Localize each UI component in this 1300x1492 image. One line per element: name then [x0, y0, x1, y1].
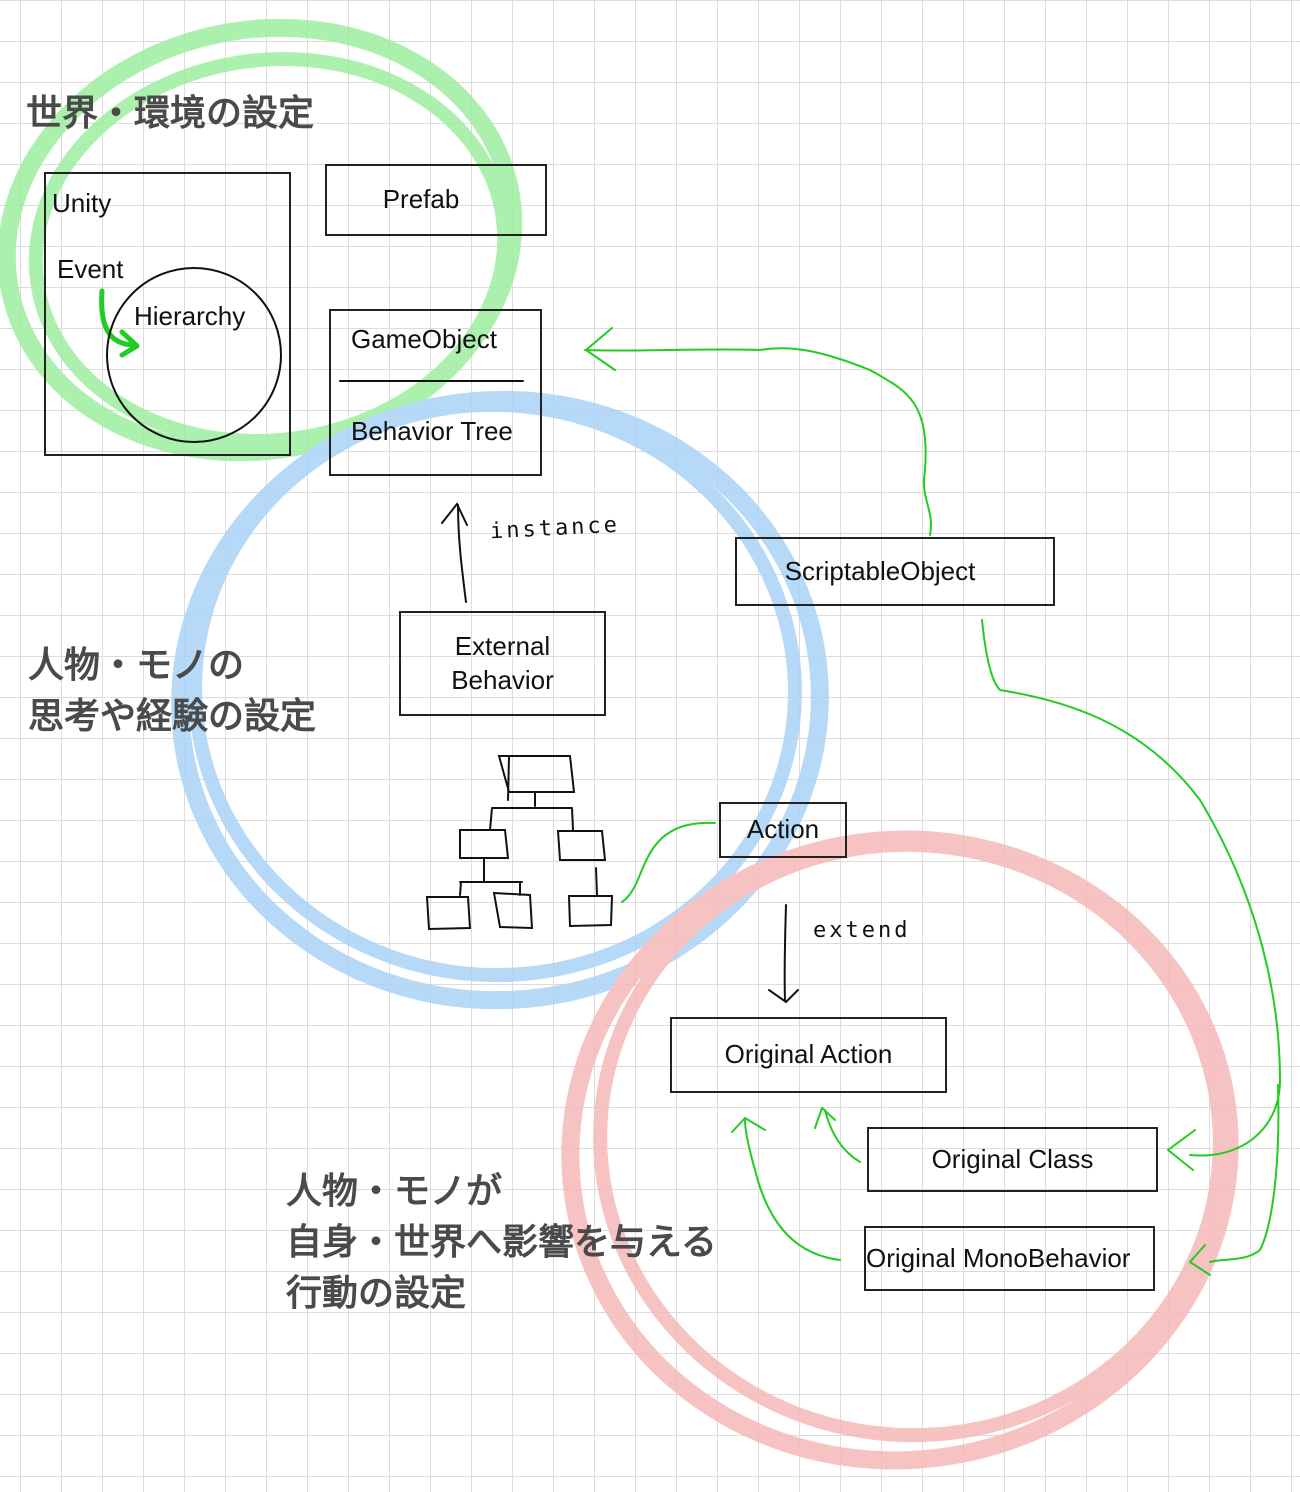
tree-to-action-connector	[621, 821, 716, 903]
prefab-node[interactable]: Prefab	[325, 164, 547, 236]
original-class-arrowhead-to-action	[814, 1107, 836, 1129]
scriptableobject-to-original-monobehavior-arrow	[1209, 1084, 1280, 1263]
unity-label: Unity	[52, 188, 112, 218]
event-label: Event	[57, 254, 124, 284]
hierarchy-label: Hierarchy	[134, 301, 246, 331]
action-region-heading-line3: 行動の設定	[286, 1273, 467, 1314]
original-monobehavior-arrowhead-to-action	[731, 1117, 766, 1133]
scriptableobject-to-gameobject-arrow	[584, 347, 932, 536]
original-monobehavior-label: Original MonoBehavior	[866, 1242, 1131, 1273]
mind-region-circle	[171, 390, 829, 1010]
original-monobehavior-to-original-action-arrow	[744, 1119, 841, 1261]
event-to-hierarchy-arrow	[99, 288, 138, 348]
original-class-to-original-action-arrow	[824, 1109, 861, 1163]
scriptableobject-node[interactable]: ScriptableObject	[735, 537, 1055, 606]
world-region-circle	[0, 18, 523, 462]
action-region-heading-line2: 自身・世界へ影響を与える	[286, 1222, 717, 1263]
gameobject-node[interactable]: GameObject Behavior Tree	[329, 309, 542, 476]
mind-region-heading-line2: 思考や経験の設定	[28, 696, 317, 737]
external-behavior-label-line1: External	[454, 630, 551, 661]
world-region-heading: 世界・環境の設定	[26, 93, 315, 134]
scriptableobject-to-original-class-arrow	[981, 619, 1281, 1157]
external-behavior-node[interactable]: External Behavior	[399, 611, 606, 716]
unity-box[interactable]	[44, 172, 291, 456]
original-class-node[interactable]: Original Class	[867, 1127, 1158, 1192]
scriptableobject-label: ScriptableObject	[784, 555, 976, 586]
instance-arrowhead	[441, 502, 468, 526]
prefab-label: Prefab	[382, 184, 460, 215]
hierarchy-circle	[106, 267, 282, 443]
original-action-label: Original Action	[724, 1039, 893, 1070]
extend-arrowhead	[768, 989, 799, 1004]
action-label: Action	[746, 814, 820, 845]
original-monobehavior-node[interactable]: Original MonoBehavior	[864, 1226, 1155, 1291]
action-region-circle	[561, 830, 1239, 1470]
event-to-hierarchy-arrowhead	[119, 329, 140, 358]
original-class-arrowhead	[1167, 1129, 1196, 1171]
original-class-label: Original Class	[931, 1143, 1094, 1174]
action-node[interactable]: Action	[719, 802, 847, 858]
gameobject-label: GameObject	[351, 324, 497, 354]
mind-region-heading-line1: 人物・モノの	[28, 645, 245, 686]
external-behavior-label-line2: Behavior	[451, 664, 554, 695]
extend-arrow	[783, 904, 787, 1001]
action-region-heading-line1: 人物・モノが	[286, 1171, 503, 1212]
original-monobehavior-arrowhead	[1189, 1244, 1211, 1276]
behavior-tree-sketch-icon	[425, 755, 614, 931]
original-action-node[interactable]: Original Action	[670, 1017, 947, 1093]
behavior-tree-label: Behavior Tree	[351, 416, 513, 446]
scriptableobject-to-gameobject-arrowhead	[585, 327, 616, 371]
instance-arrow	[457, 504, 467, 603]
extend-label: extend	[813, 918, 911, 943]
